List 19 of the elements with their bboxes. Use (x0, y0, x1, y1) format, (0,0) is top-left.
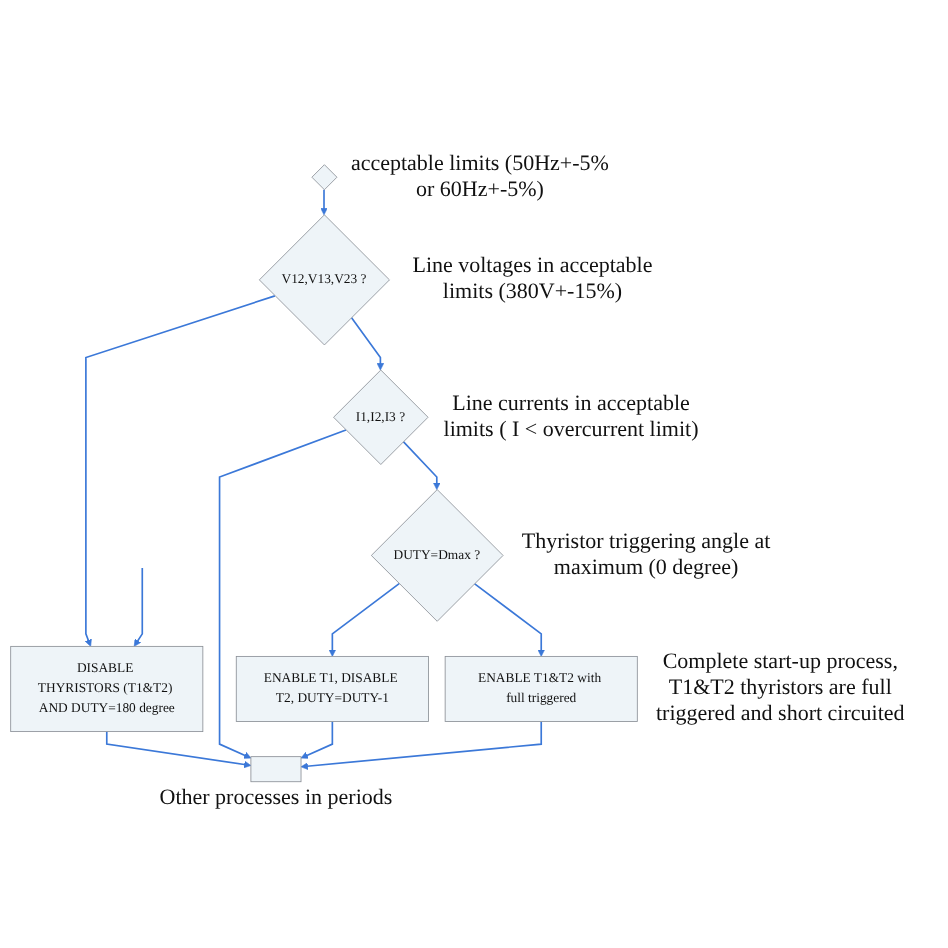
arrow (84, 295, 276, 648)
annotation-text: Line voltages in acceptable limits (380V+-15%) (410, 254, 655, 308)
arrow (320, 189, 328, 216)
arrow (402, 441, 441, 491)
arrow (218, 430, 347, 760)
arrow (350, 317, 385, 372)
annotation-text: acceptable limits (50Hz+-5% or 60Hz+-5%) (348, 151, 611, 205)
arrow (133, 567, 144, 648)
arrow (300, 721, 543, 771)
annotation-text: Thyristor triggering angle at maximum (0 degree) (519, 529, 773, 583)
node-diamond (311, 165, 338, 191)
arrow (473, 583, 545, 658)
annotation-text: Other processes in periods (157, 786, 395, 813)
node-box (250, 757, 302, 783)
annotation-text: Line currents in acceptable limits ( I < overcurrent limit) (441, 391, 701, 445)
arrow (328, 583, 400, 658)
arrow (300, 721, 334, 760)
arrow (105, 731, 252, 769)
annotation-text: Complete start-up process, T1&T2 thyristors are full triggered and short circuited (653, 650, 907, 730)
